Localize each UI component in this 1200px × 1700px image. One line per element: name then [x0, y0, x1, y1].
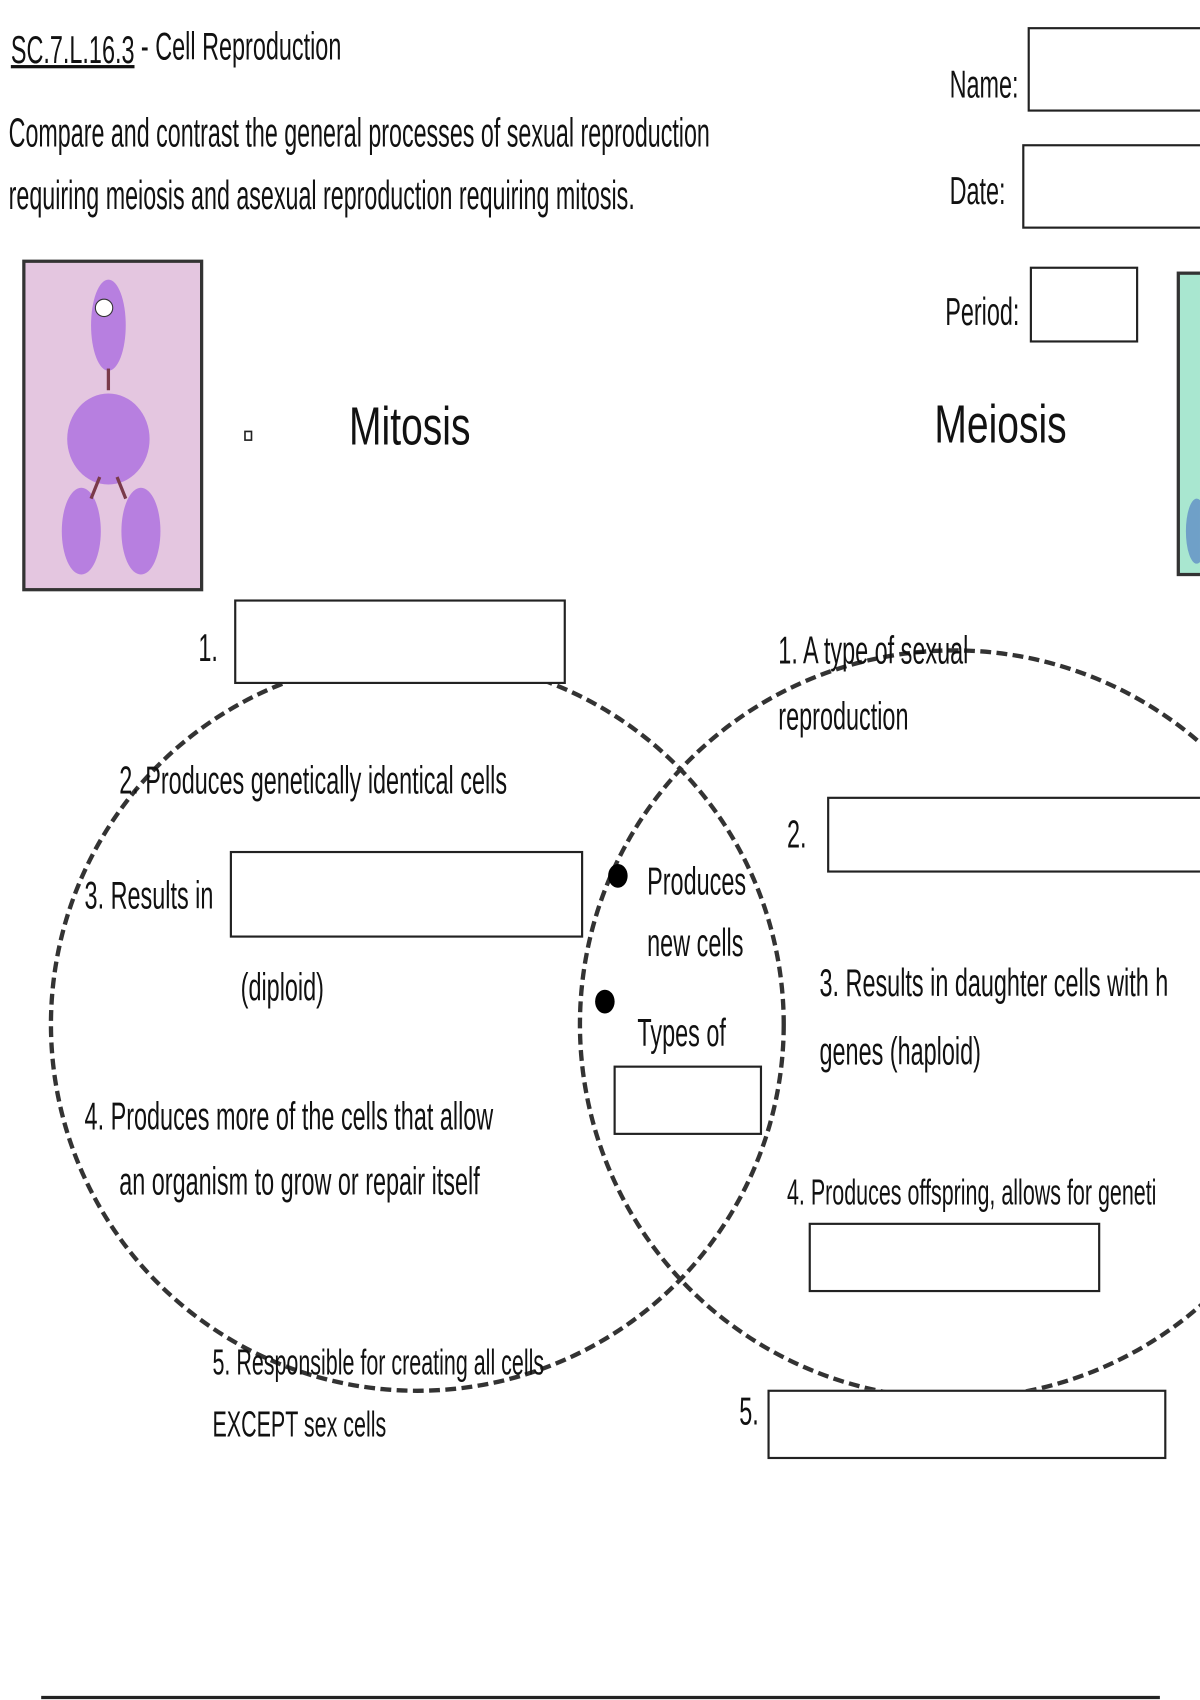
period-label: Period: [945, 289, 1020, 334]
mitosis-item-5-line-2: EXCEPT sex cells [212, 1403, 387, 1444]
name-label: Name: [949, 61, 1019, 107]
meiosis-item-3-line-1: 3. Results in daughter cells with h [819, 960, 1169, 1005]
name-input[interactable] [1027, 27, 1200, 112]
meiosis-answer-2[interactable] [827, 796, 1200, 873]
mitosis-answer-3[interactable] [229, 850, 584, 938]
standard-code: SC.7.L.16.3 [10, 27, 135, 72]
period-input[interactable] [1029, 266, 1139, 343]
date-label: Date: [949, 168, 1006, 213]
meiosis-answer-5[interactable] [767, 1389, 1167, 1460]
meiosis-item-3-line-2: genes (haploid) [819, 1028, 981, 1074]
mitosis-item-2: 2. Produces genetically identical cells [119, 757, 508, 803]
mitosis-item-5-line-1: 5. Responsible for creating all cells [212, 1341, 545, 1383]
meiosis-item-5-number: 5. [739, 1388, 759, 1434]
mitosis-item-1-number: 1. [198, 625, 218, 670]
meiosis-item-1-line-2: reproduction [778, 693, 909, 739]
meiosis-item-2-number: 2. [786, 811, 807, 857]
bullet-icon [595, 989, 615, 1014]
mitosis-answer-1[interactable] [234, 599, 566, 685]
meiosis-answer-4[interactable] [808, 1222, 1101, 1293]
topic-title: - Cell Reproduction [140, 23, 342, 69]
bullet-icon [608, 863, 628, 888]
both-item-1-line-2: new cells [647, 920, 744, 965]
mitosis-item-4-line-2: an organism to grow or repair itself [119, 1158, 480, 1204]
mitosis-item-4-line-1: 4. Produces more of the cells that allow [84, 1093, 494, 1139]
meiosis-item-1-line-1: 1. A type of sexual [778, 627, 969, 673]
both-item-2: Types of [637, 1010, 726, 1055]
meiosis-image [1176, 271, 1200, 577]
date-input[interactable] [1022, 144, 1200, 229]
objective-line-2: requiring meiosis and asexual reproducti… [8, 173, 635, 219]
mitosis-item-3: 3. Results in [84, 872, 214, 918]
mitosis-item-3-note: (diploid) [240, 964, 324, 1010]
objective-line-1: Compare and contrast the general process… [8, 110, 710, 157]
small-square-icon [244, 430, 253, 441]
both-answer-2[interactable] [613, 1065, 763, 1135]
mitosis-title: Mitosis [349, 395, 471, 457]
meiosis-title: Meiosis [934, 393, 1067, 455]
mitosis-image [22, 259, 204, 592]
meiosis-item-4: 4. Produces offspring, allows for geneti [786, 1171, 1157, 1212]
both-item-1-line-1: Produces [647, 858, 747, 903]
